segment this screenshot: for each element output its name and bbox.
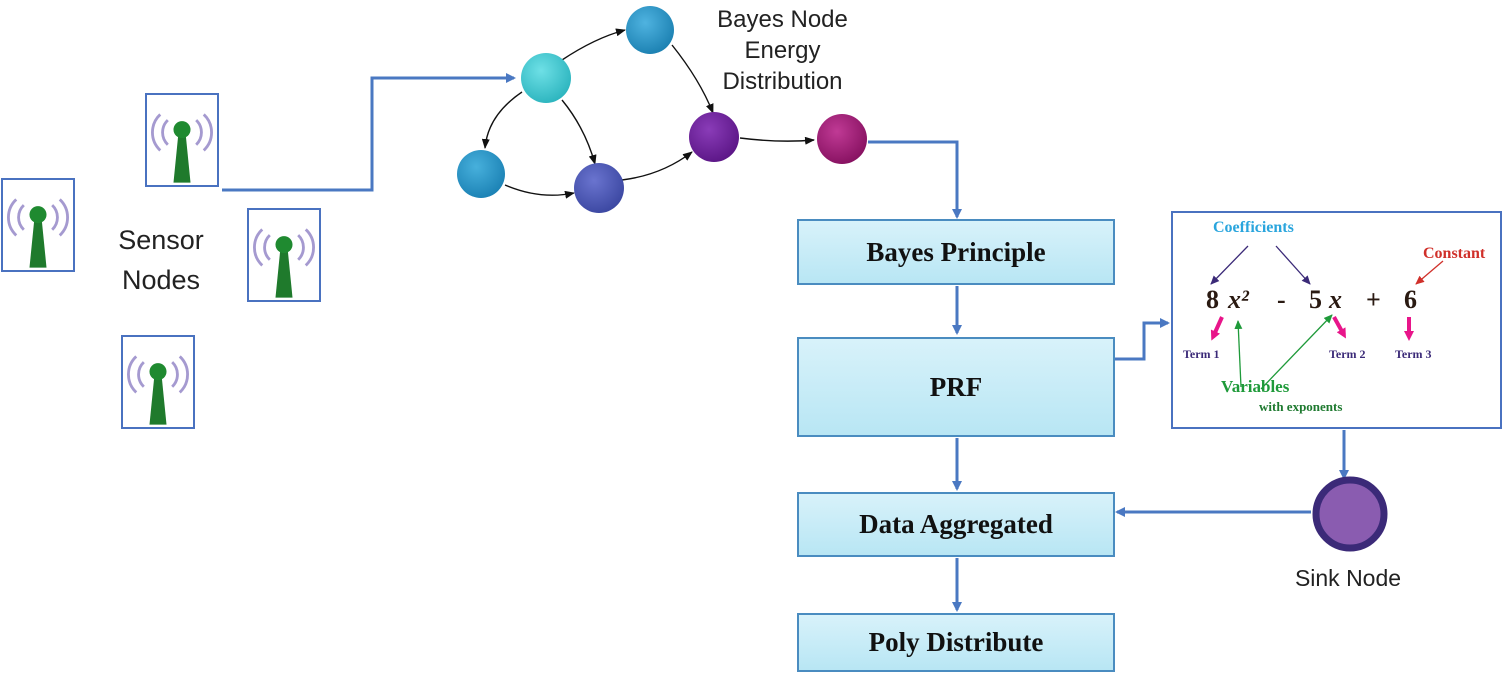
- minus-sign: -: [1277, 285, 1286, 314]
- sink-node: [1312, 476, 1388, 552]
- sensor-label-line2: Nodes: [121, 265, 201, 295]
- with-exponents-label: with exponents: [1259, 399, 1343, 414]
- term2-label: Term 2: [1329, 347, 1366, 361]
- term1-variable: x²: [1228, 285, 1249, 314]
- antenna-icon: [127, 355, 189, 425]
- graph-node-mid: [574, 163, 624, 213]
- edge-left-mid: [504, 184, 575, 199]
- term3-constant: 6: [1404, 285, 1417, 314]
- edge-cyan-left: [481, 91, 523, 149]
- edge-purple-magenta: [739, 136, 815, 145]
- edge-top-purple: [671, 44, 714, 114]
- bayes-title-line2: Energy: [744, 37, 821, 64]
- sensor-node-3: [247, 208, 321, 302]
- graph-node-magenta: [817, 114, 867, 164]
- data-aggregated-box: Data Aggregated: [797, 492, 1115, 557]
- variables-label: Variables: [1221, 377, 1290, 396]
- graph-node-top: [626, 6, 674, 54]
- antenna-icon: [151, 113, 213, 183]
- bayes-title-line1: Bayes Node: [717, 6, 848, 33]
- sensor-to-graph-arrow: [222, 73, 516, 192]
- equation-annotation-layer: [1210, 245, 1444, 390]
- antenna-icon: [7, 198, 69, 268]
- term2-coefficient: 5: [1309, 285, 1322, 314]
- edge-cyan-mid: [561, 99, 597, 165]
- prf-box: PRF: [797, 337, 1115, 437]
- sensor-node-2: [1, 178, 75, 272]
- sensor-node-4: [121, 335, 195, 429]
- polynomial-explainer-panel: Coefficients Constant 8 x² - 5 x + 6 Ter…: [1171, 211, 1502, 429]
- sensor-nodes-label: Sensor Nodes: [92, 220, 230, 300]
- coefficients-label: Coefficients: [1213, 219, 1294, 236]
- bayes-node-title: Bayes Node Energy Distribution: [690, 4, 875, 97]
- sensor-node-1: [145, 93, 219, 187]
- graph-to-bayes-arrow: [868, 140, 962, 219]
- antenna-icon: [253, 228, 315, 298]
- term1-label: Term 1: [1183, 347, 1220, 361]
- graph-node-left: [457, 150, 505, 198]
- term3-label: Term 3: [1395, 347, 1432, 361]
- bayes-title-line3: Distribution: [722, 68, 843, 95]
- term1-coefficient: 8: [1206, 285, 1219, 314]
- edge-mid-purple: [621, 151, 693, 181]
- prf-to-equation-arrow: [1114, 318, 1170, 361]
- plus-sign: +: [1366, 285, 1381, 314]
- constant-label: Constant: [1423, 245, 1486, 262]
- graph-node-purple: [689, 112, 739, 162]
- graph-node-cyan: [521, 53, 571, 103]
- bayes-principle-box: Bayes Principle: [797, 219, 1115, 285]
- sensor-label-line1: Sensor: [118, 225, 204, 255]
- poly-distribute-box: Poly Distribute: [797, 613, 1115, 672]
- edge-cyan-top: [561, 28, 626, 61]
- term2-variable: x: [1329, 285, 1342, 314]
- sink-node-label: Sink Node: [1294, 565, 1402, 591]
